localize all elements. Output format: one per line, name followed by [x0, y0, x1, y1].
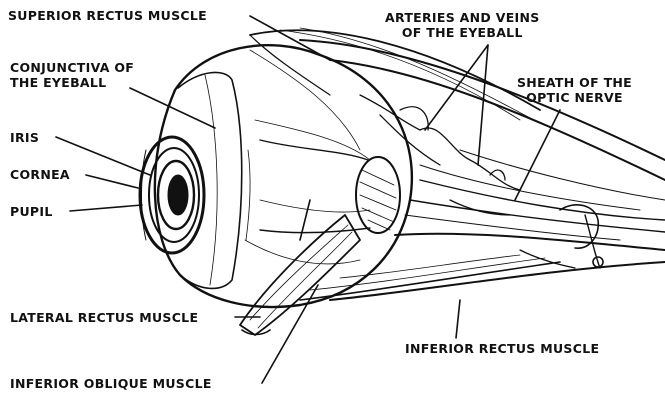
label-pupil: PUPIL [10, 204, 53, 219]
label-arteries-line-2: OF THE EYEBALL [385, 25, 540, 40]
label-lateral-rectus-muscle: LATERAL RECTUS MUSCLE [10, 310, 198, 325]
label-sheath-optic-nerve: SHEATH OF THE OPTIC NERVE [517, 75, 632, 105]
label-conjunctiva-line-1: CONJUNCTIVA OF [10, 60, 134, 75]
label-cornea: CORNEA [10, 167, 70, 182]
label-superior-rectus-muscle: SUPERIOR RECTUS MUSCLE [8, 8, 207, 23]
vessels [360, 95, 575, 268]
label-arteries-line-1: ARTERIES AND VEINS [385, 10, 540, 25]
superior-rectus-muscle-shape [250, 28, 540, 120]
eyeball-globe [155, 45, 412, 307]
label-inferior-rectus-muscle: INFERIOR RECTUS MUSCLE [405, 341, 599, 356]
label-sheath-line-2: OPTIC NERVE [517, 90, 632, 105]
label-sheath-line-1: SHEATH OF THE [517, 75, 632, 90]
label-inferior-oblique-muscle: INFERIOR OBLIQUE MUSCLE [10, 376, 212, 391]
cornea-iris-pupil [140, 137, 204, 253]
label-arteries-and-veins: ARTERIES AND VEINS OF THE EYEBALL [385, 10, 540, 40]
label-conjunctiva-line-2: THE EYEBALL [10, 75, 134, 90]
label-conjunctiva: CONJUNCTIVA OF THE EYEBALL [10, 60, 134, 90]
label-iris: IRIS [10, 130, 39, 145]
lateral-rectus-insertion [260, 140, 400, 233]
